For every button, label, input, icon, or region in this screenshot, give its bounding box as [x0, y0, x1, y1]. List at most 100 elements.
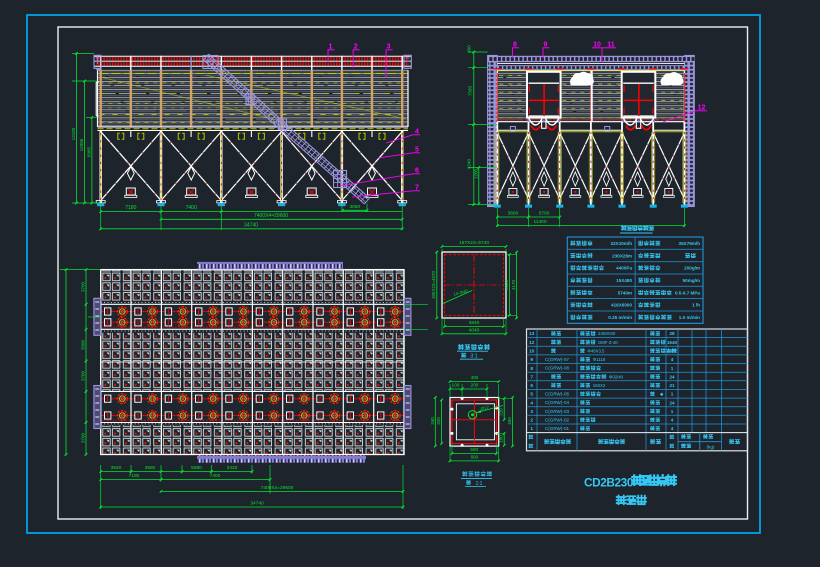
- svg-text:7400X4=29600: 7400X4=29600: [261, 485, 294, 491]
- svg-text:3840: 3840: [469, 320, 480, 326]
- svg-text:7560: 7560: [467, 85, 472, 96]
- svg-text:0.5-0.7 MPa: 0.5-0.7 MPa: [675, 290, 700, 295]
- svg-text:24: 24: [669, 400, 675, 405]
- svg-text:10: 10: [529, 349, 535, 355]
- svg-text:0.25 m/min: 0.25 m/min: [608, 315, 632, 320]
- svg-text:8: 8: [530, 366, 533, 372]
- svg-text:34740: 34740: [244, 222, 258, 228]
- svg-text:6985: 6985: [86, 146, 91, 157]
- svg-text:5: 5: [415, 147, 419, 154]
- svg-text:3500: 3500: [81, 339, 86, 350]
- svg-text:240X040: 240X040: [598, 331, 616, 336]
- svg-text:9: 9: [530, 357, 533, 363]
- svg-text:1 /h: 1 /h: [692, 303, 700, 308]
- svg-text:1: 1: [530, 426, 533, 432]
- svg-text:50mg/m: 50mg/m: [683, 278, 700, 283]
- svg-text:160X2: 160X2: [593, 383, 606, 388]
- svg-text:7180: 7180: [129, 473, 140, 479]
- svg-text:35X79m/h: 35X79m/h: [679, 241, 701, 246]
- svg-text:500: 500: [470, 447, 478, 452]
- svg-text:10: 10: [593, 42, 601, 49]
- svg-text:9: 9: [544, 42, 548, 49]
- svg-text:13: 13: [529, 331, 535, 337]
- svg-text:9240: 9240: [467, 158, 472, 169]
- svg-text:12: 12: [698, 105, 706, 112]
- svg-text:4040: 4040: [469, 327, 480, 333]
- svg-text:3540: 3540: [111, 465, 122, 471]
- svg-text:12986: 12986: [79, 138, 84, 151]
- svg-text:400: 400: [466, 45, 471, 53]
- svg-text:3:1: 3:1: [470, 354, 477, 360]
- svg-text:200: 200: [471, 383, 479, 388]
- svg-text:8: 8: [513, 42, 517, 49]
- svg-text:1200: 1200: [473, 168, 478, 179]
- svg-text:4: 4: [530, 400, 533, 406]
- svg-text:340: 340: [430, 417, 435, 425]
- svg-text:11400: 11400: [534, 219, 547, 225]
- svg-text:1.0 m/min: 1.0 m/min: [679, 315, 700, 320]
- svg-text:4: 4: [671, 426, 674, 431]
- svg-text:Φ17: Φ17: [480, 405, 490, 411]
- svg-text:6: 6: [530, 383, 533, 389]
- svg-text:4170: 4170: [511, 279, 516, 290]
- svg-text:4: 4: [415, 129, 419, 136]
- svg-text:400: 400: [471, 375, 479, 380]
- svg-text:C(GRW)-03: C(GRW)-03: [545, 409, 570, 414]
- svg-text:◆: ◆: [660, 392, 664, 397]
- svg-text:12: 12: [529, 340, 535, 346]
- svg-text:3060: 3060: [349, 204, 360, 210]
- svg-text:3920: 3920: [504, 279, 509, 290]
- svg-text:7: 7: [530, 374, 533, 380]
- svg-text:230X28m: 230X28m: [612, 253, 632, 258]
- svg-text:100: 100: [499, 435, 504, 443]
- svg-text:1: 1: [329, 44, 333, 51]
- svg-text:3: 3: [387, 44, 391, 51]
- svg-text:400: 400: [507, 417, 512, 425]
- svg-text:3580: 3580: [145, 465, 156, 471]
- svg-text:100: 100: [452, 383, 460, 388]
- svg-text:4: 4: [671, 357, 674, 362]
- svg-text:11: 11: [607, 42, 615, 49]
- svg-text:1: 1: [671, 392, 674, 397]
- svg-text:7180: 7180: [125, 205, 136, 211]
- svg-text:220: 220: [499, 408, 504, 416]
- svg-text:1:1: 1:1: [476, 481, 483, 487]
- svg-text:DMF-Z-40: DMF-Z-40: [598, 340, 618, 345]
- svg-text:34740: 34740: [250, 501, 264, 507]
- svg-text:1: 1: [671, 409, 674, 414]
- svg-text:416X6000: 416X6000: [611, 303, 632, 308]
- svg-text:(kg): (kg): [707, 445, 715, 450]
- svg-text:7400: 7400: [186, 205, 197, 211]
- svg-text:7400: 7400: [210, 473, 221, 479]
- svg-text:187X23=5740: 187X23=5740: [459, 240, 489, 246]
- svg-text:3700: 3700: [81, 370, 86, 381]
- svg-text:28: 28: [669, 331, 675, 336]
- svg-text:14-Φ40: 14-Φ40: [453, 288, 469, 297]
- svg-text:2: 2: [354, 44, 358, 51]
- svg-text:Φ48X3.5: Φ48X3.5: [587, 348, 605, 353]
- svg-text:1640: 1640: [667, 340, 678, 345]
- svg-text:C(GRW)-04: C(GRW)-04: [545, 400, 570, 405]
- svg-text:5760: 5760: [539, 210, 550, 216]
- svg-text:C(GRW)-08: C(GRW)-08: [545, 366, 570, 371]
- svg-text:4400Pa: 4400Pa: [616, 266, 632, 271]
- svg-text:C(GRW)-05: C(GRW)-05: [545, 392, 570, 397]
- svg-text:185X23=4070: 185X23=4070: [431, 270, 436, 299]
- svg-text:3700: 3700: [81, 432, 86, 443]
- svg-text:3700: 3700: [81, 281, 86, 292]
- svg-text:13180: 13180: [71, 127, 76, 140]
- svg-text:Φ02/40: Φ02/40: [609, 374, 624, 379]
- svg-text:CD2B230: CD2B230: [584, 476, 634, 490]
- svg-text:Φ1118: Φ1118: [593, 357, 606, 362]
- svg-text:4: 4: [671, 418, 674, 423]
- svg-text:1: 1: [671, 366, 674, 371]
- svg-text:1642: 1642: [667, 349, 678, 354]
- svg-text:3: 3: [530, 409, 533, 415]
- svg-text:5: 5: [530, 392, 533, 398]
- svg-text:200g/m: 200g/m: [684, 266, 700, 271]
- svg-text:15X480: 15X480: [616, 278, 632, 283]
- svg-text:6: 6: [415, 168, 419, 175]
- svg-text:C(GRW)-02: C(GRW)-02: [545, 418, 570, 423]
- svg-text:7400X4=29600: 7400X4=29600: [254, 213, 288, 219]
- svg-text:24: 24: [669, 374, 675, 379]
